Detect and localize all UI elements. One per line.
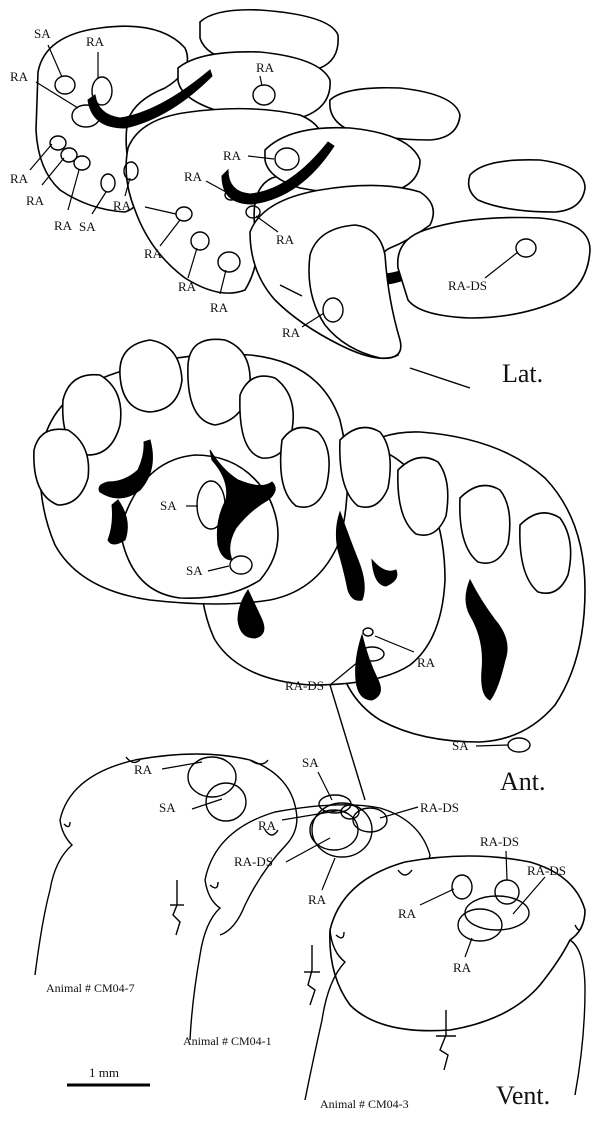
label-ra: RA — [184, 169, 203, 184]
label-ra: RA — [10, 69, 29, 84]
label-ra: RA — [144, 246, 163, 261]
label-ra-ds: RA-DS — [448, 278, 487, 293]
lateral-panel: SA RA RA RA RA RA RA SA RA RA RA RA RA R… — [10, 10, 590, 388]
label-ra: RA — [210, 300, 229, 315]
ant-gyrus — [120, 340, 182, 412]
label-sa: SA — [302, 755, 319, 770]
label-ra: RA — [308, 892, 327, 907]
label-ra: RA — [453, 960, 472, 975]
label-sa: SA — [34, 26, 51, 41]
lat-lobe — [469, 160, 585, 212]
plane-label-ventral: Vent. — [496, 1081, 550, 1110]
label-ra-ds: RA-DS — [480, 834, 519, 849]
ant-gyrus — [281, 428, 330, 508]
label-ra-ds: RA-DS — [285, 678, 324, 693]
vent-brain-cm04-3 — [330, 856, 585, 1031]
label-ra: RA — [113, 198, 132, 213]
label-ra: RA — [417, 655, 436, 670]
plane-label-anterior: Ant. — [500, 767, 546, 796]
label-ra: RA — [178, 279, 197, 294]
label-ra: RA — [54, 218, 73, 233]
label-ra: RA — [258, 818, 277, 833]
label-sa: SA — [79, 219, 96, 234]
animal-label-cm04-3: Animal # CM04-3 — [320, 1097, 409, 1111]
anterior-panel: SA SA RA RA-DS SA Ant. — [34, 339, 585, 800]
label-ra: RA — [86, 34, 105, 49]
ventral-panel: RA SA Animal # CM04-7 SA RA RA-DS RA-DS … — [35, 754, 585, 1111]
label-ra-ds: RA-DS — [234, 854, 273, 869]
label-ra: RA — [134, 762, 153, 777]
label-ra: RA — [282, 325, 301, 340]
lesion-ra-ds — [310, 810, 358, 850]
animal-label-cm04-1: Animal # CM04-1 — [183, 1034, 272, 1048]
lat-slice-4 — [398, 218, 590, 319]
label-ra: RA — [256, 60, 275, 75]
label-ra: RA — [26, 193, 45, 208]
plane-label-lateral: Lat. — [502, 359, 543, 388]
vent-brain-cm04-7 — [60, 754, 297, 935]
label-ra-ds: RA-DS — [527, 863, 566, 878]
label-sa: SA — [186, 563, 203, 578]
label-sa: SA — [159, 800, 176, 815]
label-ra-ds: RA-DS — [420, 800, 459, 815]
scale-bar: 1 mm — [67, 1065, 150, 1085]
label-ra: RA — [276, 232, 295, 247]
label-ra: RA — [398, 906, 417, 921]
lesion-sa — [508, 738, 530, 752]
animal-label-cm04-7: Animal # CM04-7 — [46, 981, 135, 995]
label-sa: SA — [160, 498, 177, 513]
label-sa: SA — [452, 738, 469, 753]
label-ra: RA — [10, 171, 29, 186]
scale-bar-label: 1 mm — [89, 1065, 119, 1080]
label-ra: RA — [223, 148, 242, 163]
